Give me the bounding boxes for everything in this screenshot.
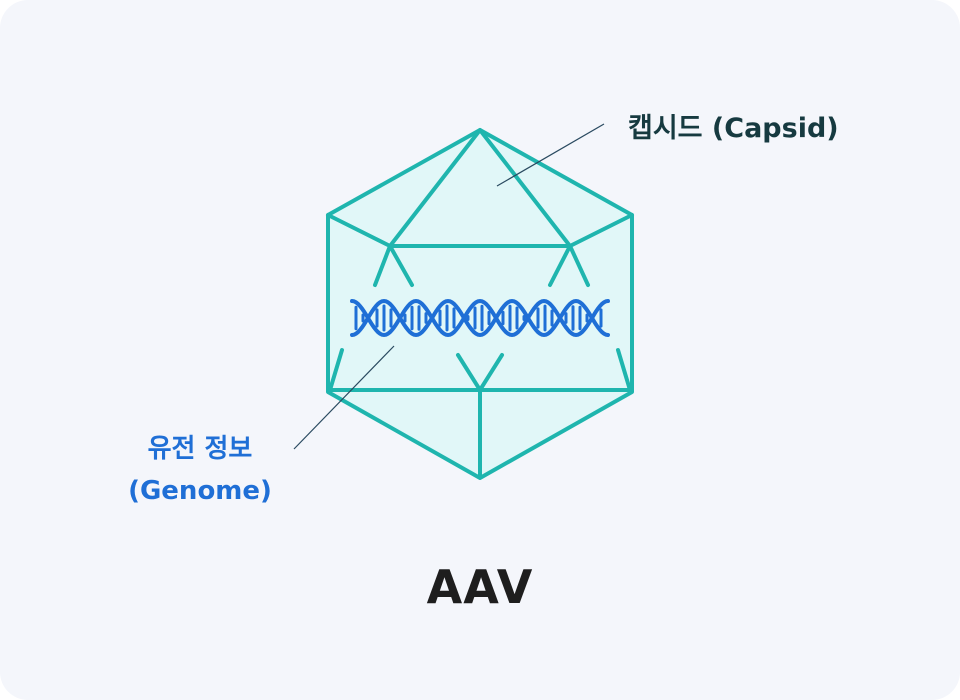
capsid-edge <box>568 244 590 287</box>
diagram-title: AAV <box>426 560 534 614</box>
dna-helix-icon <box>350 298 610 338</box>
capsid-edge <box>388 244 414 287</box>
capsid-edge <box>548 244 572 287</box>
capsid-top-face <box>388 128 572 248</box>
capsid-edge <box>456 353 482 392</box>
genome-label-line2: (Genome) <box>128 476 272 506</box>
genome-label: 유전 정보 (Genome) <box>110 428 290 512</box>
capsid-icon <box>326 128 634 480</box>
capsid-edge <box>373 244 392 287</box>
capsid-leader-line <box>496 123 605 187</box>
genome-leader-line <box>293 345 395 450</box>
capsid-edge <box>568 213 634 248</box>
capsid-edge <box>478 353 504 392</box>
capsid-edge <box>328 348 344 392</box>
capsid-edge <box>616 348 632 392</box>
dna-strand <box>350 298 610 338</box>
dna-rungs <box>354 304 603 332</box>
capsid-edge <box>326 213 392 248</box>
capsid-label: 캡시드 (Capsid) <box>628 113 839 144</box>
genome-label-line1: 유전 정보 <box>147 434 253 464</box>
dna-strand <box>350 298 610 338</box>
